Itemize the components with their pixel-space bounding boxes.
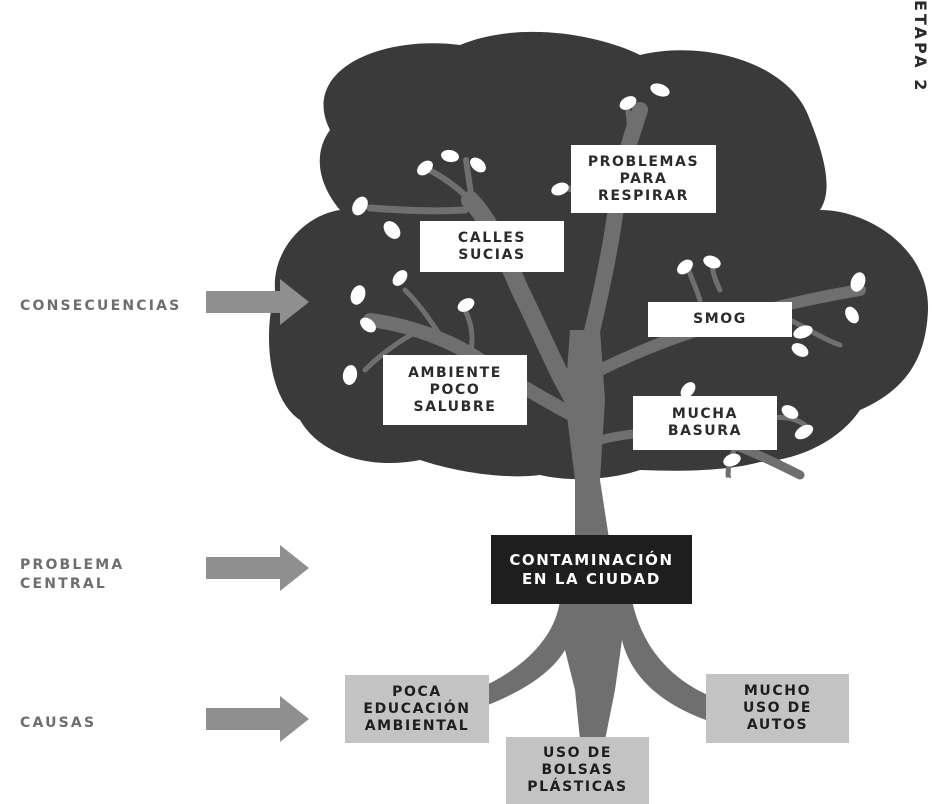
arrow-central <box>206 545 309 591</box>
arrow-causes <box>206 696 309 742</box>
consequence-problemas-respirar: PROBLEMAS PARA RESPIRAR <box>571 145 716 213</box>
page-tag: ETAPA 2 <box>911 0 930 94</box>
cause-bolsas-plasticas: USO DE BOLSAS PLÁSTICAS <box>506 737 649 804</box>
consequence-smog: SMOG <box>648 302 792 337</box>
side-arrows <box>206 279 309 742</box>
consequence-ambiente-poco-salubre: AMBIENTE POCO SALUBRE <box>383 355 527 425</box>
central-problem-box: CONTAMINACIÓN EN LA CIUDAD <box>491 535 692 604</box>
cause-uso-autos: MUCHO USO DE AUTOS <box>706 674 849 743</box>
label-causes: CAUSAS <box>20 715 97 731</box>
cause-poca-educacion: POCA EDUCACIÓN AMBIENTAL <box>345 675 489 743</box>
arrow-consequences <box>206 279 309 325</box>
tree-leaves <box>342 83 866 491</box>
consequence-calles-sucias: CALLES SUCIAS <box>420 221 564 272</box>
label-central-problem: PROBLEMA CENTRAL <box>20 557 125 592</box>
label-consequences: CONSECUENCIAS <box>20 298 182 314</box>
consequence-mucha-basura: MUCHA BASURA <box>633 396 777 450</box>
